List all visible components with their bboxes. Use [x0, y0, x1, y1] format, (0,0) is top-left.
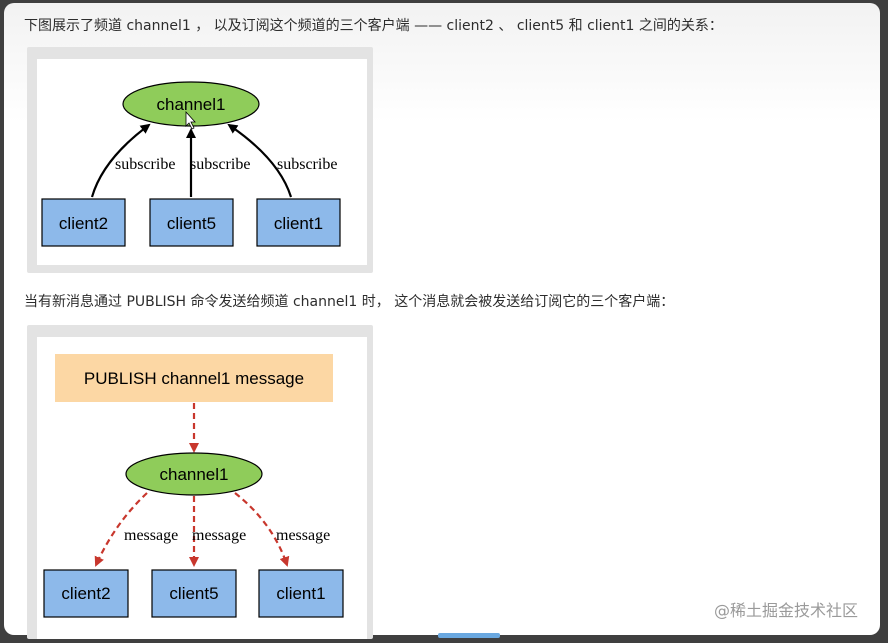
watermark: @稀土掘金技术社区	[713, 601, 858, 620]
client-node-client2	[43, 569, 129, 618]
message-edge-client1	[234, 492, 290, 567]
client-node-label: client1	[276, 584, 325, 603]
subscribe-edge-client1	[227, 123, 293, 198]
channel-node-label: channel1	[159, 465, 228, 484]
subscribe-edge-client2	[90, 123, 151, 198]
subscribe-diagram-canvas: channel1 subscribe subscribe subscribe c…	[37, 59, 367, 265]
publish-command-label: PUBLISH channel1 message	[84, 369, 304, 388]
message-label-1: message	[124, 527, 178, 544]
client-node-label: client5	[167, 214, 216, 233]
message-label-3: message	[276, 527, 330, 544]
client-node-label: client2	[61, 584, 110, 603]
client-node-label: client2	[59, 214, 108, 233]
client-node-client1	[258, 569, 344, 618]
channel-node-label: channel1	[156, 95, 225, 114]
subscribe-label-1: subscribe	[115, 156, 175, 173]
publish-diagram-svg: PUBLISH channel1 message channel1 messag…	[43, 354, 344, 618]
channel-node	[125, 452, 263, 496]
article-page: 下图展示了频道 channel1 ， 以及订阅这个频道的三个客户端 —— cli…	[4, 3, 880, 639]
subscribe-diagram: channel1 subscribe subscribe subscribe c…	[27, 47, 373, 273]
message-label-2: message	[192, 527, 246, 544]
publish-command-node	[55, 354, 333, 402]
client-node-label: client1	[274, 214, 323, 233]
subscribe-diagram-svg: channel1 subscribe subscribe subscribe c…	[41, 81, 341, 247]
publish-diagram-canvas: PUBLISH channel1 message channel1 messag…	[37, 337, 367, 639]
client-node-client1	[256, 198, 341, 247]
subscribe-label-3: subscribe	[277, 156, 337, 173]
intro-text-2: 当有新消息通过 PUBLISH 命令发送给频道 channel1 时， 这个消息…	[24, 294, 675, 310]
client-node-client2	[41, 198, 126, 247]
mouse-cursor-icon	[185, 110, 196, 130]
scroll-indicator[interactable]	[438, 633, 500, 638]
client-node-label: client5	[169, 584, 218, 603]
subscribe-label-2: subscribe	[190, 156, 250, 173]
intro-text-1: 下图展示了频道 channel1 ， 以及订阅这个频道的三个客户端 —— cli…	[24, 18, 723, 34]
message-edge-client2	[94, 492, 148, 567]
client-node-client5	[149, 198, 234, 247]
client-node-client5	[151, 569, 237, 618]
publish-diagram: PUBLISH channel1 message channel1 messag…	[27, 325, 373, 639]
